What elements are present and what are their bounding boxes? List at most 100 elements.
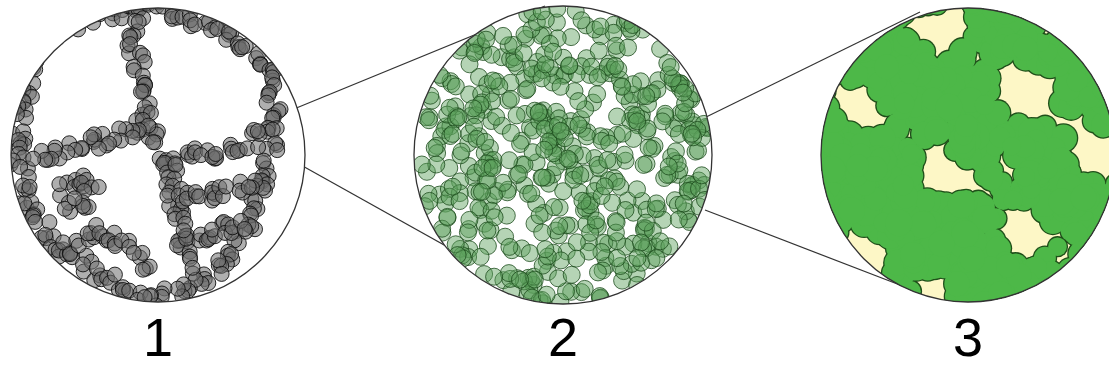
particle bbox=[805, 87, 827, 109]
particle bbox=[1089, 239, 1109, 260]
particle bbox=[1089, 49, 1109, 77]
particle bbox=[1049, 8, 1070, 29]
particle bbox=[818, 293, 847, 322]
particle bbox=[820, 288, 850, 318]
particle bbox=[804, 279, 832, 307]
particle bbox=[849, 288, 876, 315]
particle bbox=[811, 37, 836, 62]
particle bbox=[821, 282, 842, 303]
particle bbox=[512, 271, 529, 288]
particle bbox=[552, 78, 569, 95]
particle bbox=[824, 36, 853, 65]
particle bbox=[176, 223, 191, 238]
particle-cluster bbox=[413, 0, 716, 312]
particle bbox=[495, 27, 512, 44]
particle bbox=[426, 139, 443, 156]
particle bbox=[1099, 246, 1109, 273]
particle bbox=[1055, 289, 1079, 313]
particle bbox=[466, 44, 483, 61]
particle bbox=[814, 43, 844, 73]
particle bbox=[27, 41, 42, 56]
particle bbox=[1107, 212, 1109, 238]
particle bbox=[1060, 13, 1085, 38]
particle bbox=[614, 78, 631, 95]
particle bbox=[886, 293, 910, 317]
particle bbox=[214, 266, 229, 281]
particle bbox=[16, 70, 31, 85]
particle bbox=[648, 195, 665, 212]
particle bbox=[72, 9, 87, 24]
particle bbox=[592, 18, 609, 35]
particle bbox=[1107, 203, 1109, 232]
particle bbox=[860, 288, 887, 315]
particle bbox=[825, 10, 846, 31]
particle bbox=[1034, 291, 1063, 320]
particle bbox=[1021, 0, 1050, 20]
particle bbox=[26, 151, 41, 166]
particle bbox=[807, 9, 832, 34]
particle bbox=[1088, 40, 1109, 67]
particle bbox=[856, 0, 878, 15]
circle-ground bbox=[414, 6, 712, 304]
particle bbox=[1105, 222, 1109, 249]
particle bbox=[1105, 71, 1109, 92]
particle bbox=[590, 42, 607, 59]
particle bbox=[1062, 297, 1086, 321]
particle bbox=[831, 33, 852, 54]
particle bbox=[806, 16, 829, 39]
particle bbox=[801, 275, 830, 304]
particle bbox=[880, 1, 903, 24]
particle bbox=[551, 218, 568, 235]
particle bbox=[588, 212, 605, 229]
particle bbox=[833, 30, 859, 56]
particle bbox=[1059, 0, 1089, 27]
particle bbox=[1056, 299, 1079, 322]
particle bbox=[616, 146, 633, 163]
particle bbox=[1038, 7, 1061, 30]
particle bbox=[1046, 293, 1070, 317]
particle bbox=[805, 15, 830, 40]
particle bbox=[23, 50, 38, 65]
particle bbox=[620, 39, 637, 56]
particle bbox=[1108, 198, 1109, 228]
particle bbox=[811, 287, 834, 310]
particle bbox=[1059, 18, 1087, 46]
particle bbox=[1093, 251, 1109, 273]
particle bbox=[1040, 8, 1061, 29]
particle bbox=[450, 109, 467, 126]
particle bbox=[825, 289, 847, 311]
particle bbox=[1072, 37, 1091, 56]
particle bbox=[1099, 236, 1109, 257]
particle bbox=[1031, 287, 1061, 317]
particle bbox=[809, 288, 831, 310]
particle bbox=[1072, 26, 1099, 53]
particle bbox=[1089, 245, 1109, 273]
particle bbox=[510, 165, 527, 182]
particle bbox=[834, 7, 856, 29]
particle bbox=[675, 84, 692, 101]
particle bbox=[1016, 290, 1046, 320]
particle bbox=[185, 260, 200, 275]
particle bbox=[538, 286, 555, 303]
particle bbox=[1087, 38, 1109, 68]
particle bbox=[814, 1, 838, 25]
particle bbox=[818, 278, 839, 299]
particle bbox=[465, 100, 482, 117]
particle bbox=[827, 11, 845, 29]
particle bbox=[834, 274, 864, 304]
particle bbox=[1102, 42, 1109, 64]
particle bbox=[131, 15, 146, 30]
particle bbox=[270, 143, 285, 158]
particle bbox=[629, 181, 646, 198]
particle bbox=[824, 28, 851, 55]
particle bbox=[135, 262, 150, 277]
particle bbox=[865, 282, 887, 304]
particle bbox=[648, 250, 665, 267]
zoom-line bbox=[700, 12, 920, 120]
particle bbox=[256, 153, 271, 168]
particle bbox=[561, 57, 578, 74]
particle bbox=[601, 135, 618, 152]
particle bbox=[857, 11, 878, 32]
particle bbox=[1099, 252, 1109, 277]
particle bbox=[857, 292, 880, 315]
